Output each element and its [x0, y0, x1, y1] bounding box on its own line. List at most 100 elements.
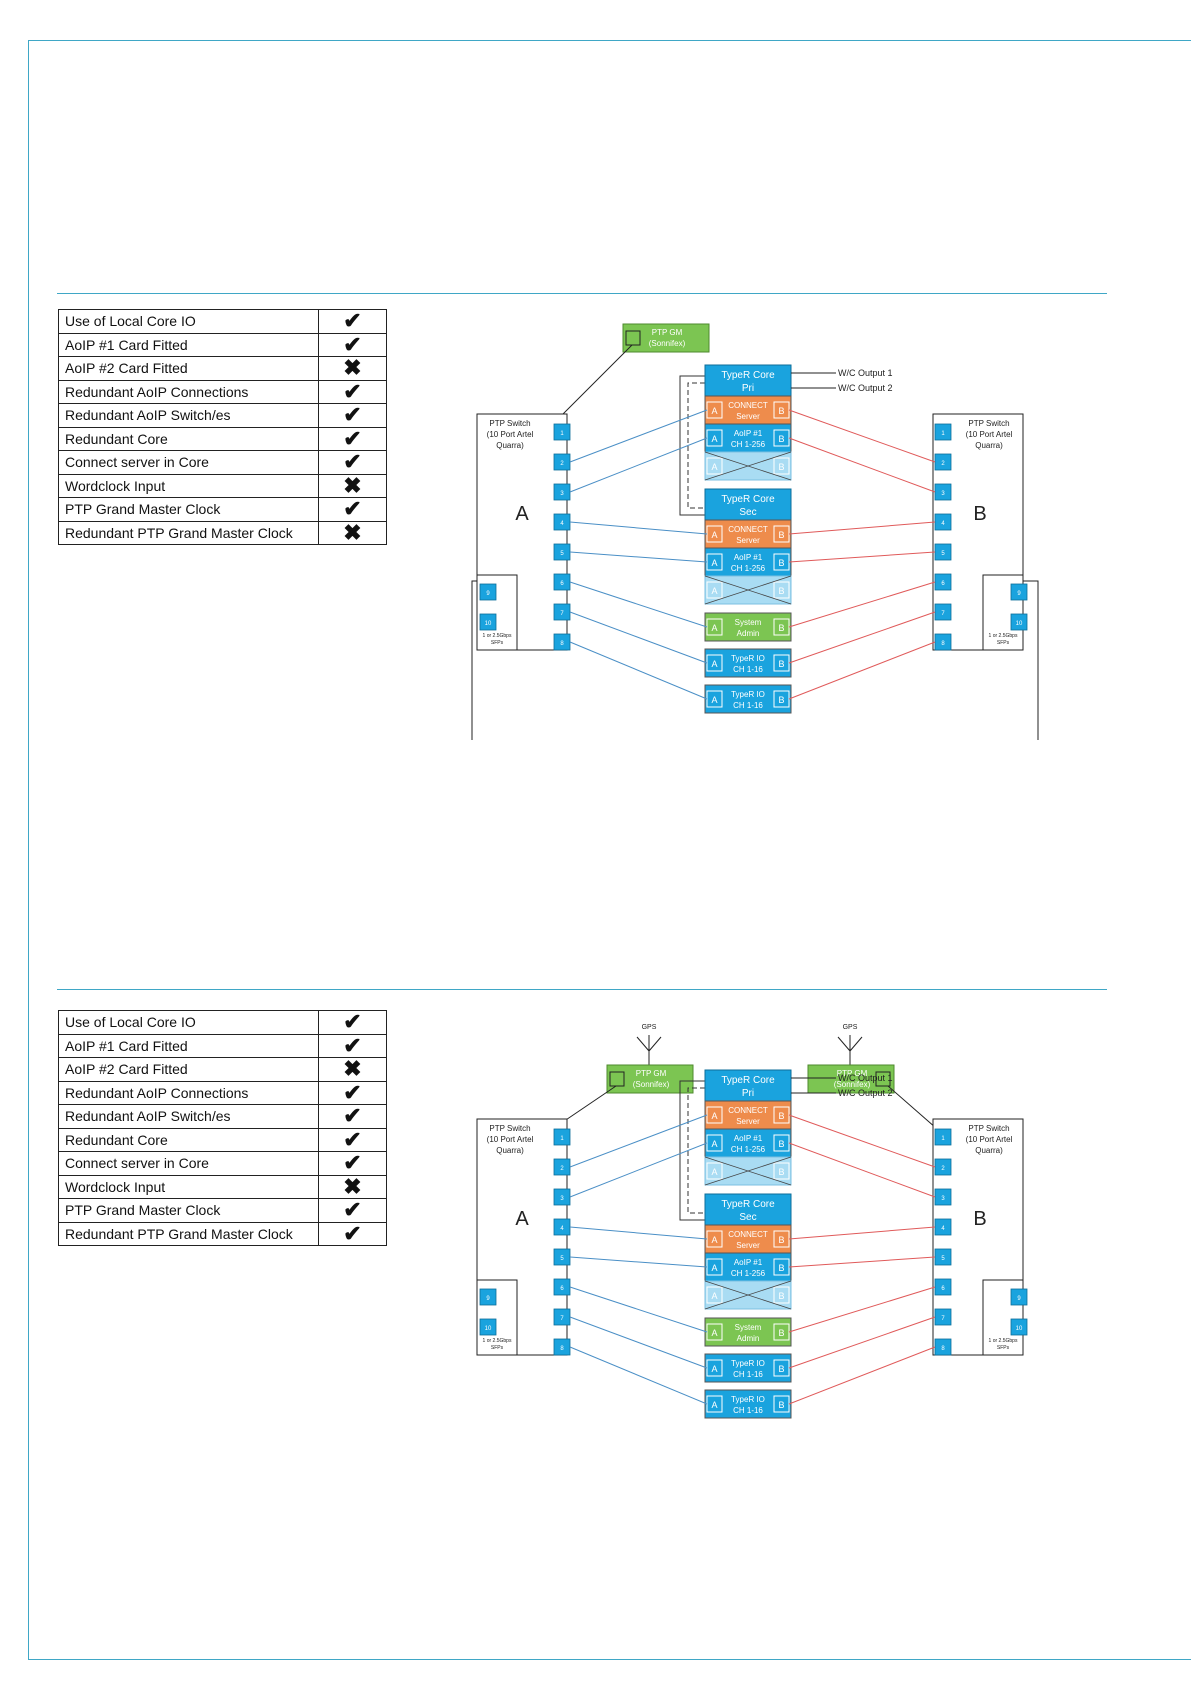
port-number: 7 — [560, 1316, 564, 1322]
switch-port — [479, 613, 497, 631]
ptp-gm-link — [887, 1085, 937, 1129]
table-row: Redundant Core✔ — [58, 1127, 387, 1152]
table-row: Redundant PTP Grand Master Clock✖ — [58, 520, 387, 545]
switch-title: PTP Switch — [968, 1124, 1009, 1133]
aoip-card-label: AoIP #1 — [734, 1258, 763, 1267]
card-port-a-label: A — [711, 1235, 717, 1245]
card-port-b-label: B — [778, 1400, 784, 1410]
link-a — [569, 1256, 708, 1268]
feature-label: Redundant Core — [58, 426, 319, 451]
card-port-a-label: A — [711, 1111, 717, 1121]
switch-letter: B — [973, 503, 986, 525]
section-divider — [57, 989, 1107, 990]
empty-slot-cross — [704, 451, 792, 481]
link-a — [569, 1142, 708, 1198]
link-b — [788, 1114, 936, 1168]
antenna-icon — [837, 1036, 851, 1052]
link-a — [569, 1286, 708, 1333]
feature-label: Redundant Core — [58, 1127, 319, 1152]
aoip-card-label: CH 1-256 — [731, 1269, 766, 1278]
card-port-b-label: B — [778, 1328, 784, 1338]
port-number: 7 — [941, 611, 945, 617]
check-icon: ✔ — [318, 1151, 387, 1176]
core-title: TypeR Core — [721, 370, 775, 381]
link-b — [788, 611, 936, 664]
port-number: 9 — [486, 591, 490, 597]
check-icon: ✔ — [318, 426, 387, 451]
card-port-b-label: B — [778, 1364, 784, 1374]
feature-label: AoIP #2 Card Fitted — [58, 1057, 319, 1082]
check-icon: ✔ — [318, 1080, 387, 1105]
feature-label: PTP Grand Master Clock — [58, 497, 319, 522]
card-port-b — [773, 581, 790, 599]
check-icon: ✔ — [318, 450, 387, 475]
cross-icon: ✖ — [318, 520, 387, 545]
feature-label: Wordclock Input — [58, 473, 319, 498]
ptp-gm-box — [807, 1064, 895, 1094]
check-icon: ✔ — [318, 1010, 387, 1035]
link-a — [569, 1316, 708, 1369]
system-admin-card-label: Admin — [737, 629, 760, 638]
cross-icon: ✖ — [318, 473, 387, 498]
switch-title: Quarra) — [975, 1146, 1003, 1155]
feature-table: Use of Local Core IO✔AoIP #1 Card Fitted… — [58, 1010, 387, 1246]
core-title: Pri — [742, 1088, 754, 1099]
card-port-b-label: B — [778, 1235, 784, 1245]
link-b — [788, 437, 936, 493]
sfp-label: 1 or 2.5Gbps — [989, 633, 1018, 639]
port-number: 10 — [1016, 1326, 1023, 1332]
table-row: Connect server in Core✔ — [58, 1151, 387, 1176]
card-port-b-label: B — [778, 530, 784, 540]
card-port-b-label: B — [778, 434, 784, 444]
feature-label: Redundant AoIP Switch/es — [58, 403, 319, 428]
empty-slot-cross — [704, 1156, 792, 1186]
connect-server-card-label: Server — [736, 1241, 760, 1250]
feature-label: Connect server in Core — [58, 450, 319, 475]
switch-port — [479, 583, 497, 601]
card-port-b-label: B — [778, 623, 784, 633]
port-number: 1 — [560, 1136, 564, 1142]
port-number: 3 — [560, 491, 564, 497]
link-a — [569, 1114, 708, 1168]
aoip-card-label: AoIP #1 — [734, 1134, 763, 1143]
system-admin-card-label: System — [735, 1323, 762, 1332]
sfp-label: 1 or 2.5Gbps — [989, 1338, 1018, 1344]
card-port-a-label: A — [711, 1263, 717, 1273]
core-title: TypeR Core — [721, 1199, 775, 1210]
typer-io-card-label: TypeR IO — [731, 690, 765, 699]
port-number: 7 — [941, 1316, 945, 1322]
link-a — [569, 611, 708, 664]
empty-slot-cross — [704, 1280, 792, 1310]
aoip-card-label: CH 1-256 — [731, 564, 766, 573]
link-b — [788, 1226, 936, 1240]
card-port-a-label: A — [711, 659, 717, 669]
port-number: 10 — [1016, 621, 1023, 627]
ptp-gm-label: PTP GM — [652, 328, 683, 337]
table-row: Wordclock Input✖ — [58, 473, 387, 498]
port-number: 2 — [560, 1166, 564, 1172]
link-b — [788, 1316, 936, 1369]
network-diagram: PTP GM(Sonnifex)PTP Switch(10 Port Artel… — [471, 323, 1039, 740]
table-row: AoIP #2 Card Fitted✖ — [58, 1057, 387, 1082]
switch-port — [1010, 583, 1028, 601]
card-port-b-label: B — [778, 558, 784, 568]
port-number: 4 — [560, 521, 564, 527]
ptp-gm-label: PTP GM — [837, 1069, 868, 1078]
card-port-a-label: A — [711, 558, 717, 568]
card-port-b — [773, 457, 790, 475]
port-number: 9 — [486, 1296, 490, 1302]
table-row: PTP Grand Master Clock✔ — [58, 497, 387, 522]
system-admin-card-label: Admin — [737, 1334, 760, 1343]
port-number: 10 — [485, 1326, 492, 1332]
port-number: 1 — [941, 431, 945, 437]
switch-port — [553, 1128, 571, 1146]
port-number: 9 — [1017, 1296, 1021, 1302]
card-port-b-label: B — [778, 1139, 784, 1149]
card-port-a-label: A — [711, 406, 717, 416]
feature-label: AoIP #1 Card Fitted — [58, 332, 319, 357]
port-number: 10 — [485, 621, 492, 627]
ptp-gm-label: (Sonnifex) — [834, 1080, 871, 1089]
core-link-bracket — [679, 1080, 705, 1221]
card-port-b-label: B — [778, 1291, 784, 1301]
port-number: 6 — [941, 581, 945, 587]
